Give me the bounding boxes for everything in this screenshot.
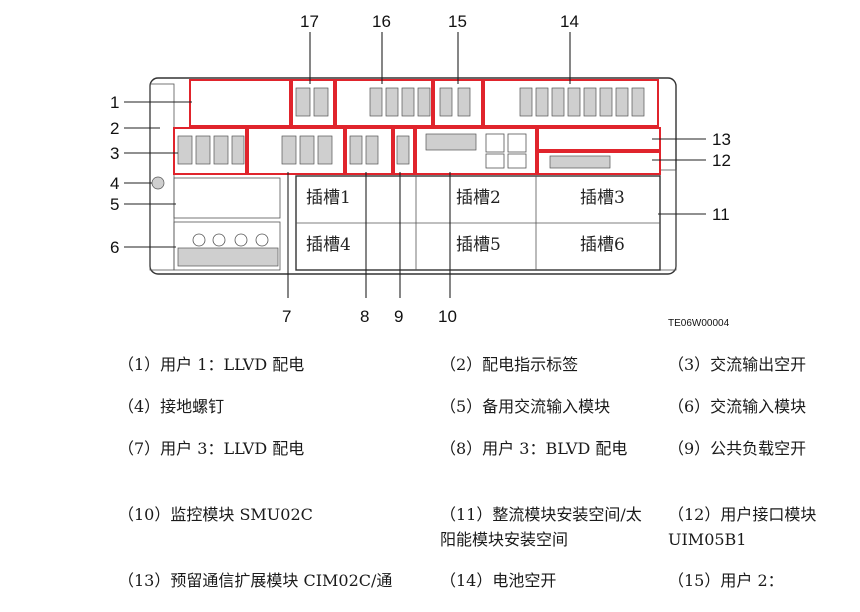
smu02c-monitor-module (415, 127, 537, 175)
figure-code: TE06W00004 (668, 318, 730, 329)
callout-1: 1 (110, 93, 119, 112)
legend-item-6: （6）交流输入模块 (668, 397, 807, 416)
callout-17: 17 (300, 12, 319, 31)
legend-table: （1）用户 1：LLVD 配电 （2）配电指示标签 （3）交流输出空开 （4）接… (0, 340, 860, 612)
callout-4: 4 (110, 174, 119, 193)
spare-ac-input-module (173, 177, 281, 219)
callout-10: 10 (438, 307, 457, 326)
callout-14: 14 (560, 12, 579, 31)
common-load-breaker-panel (393, 127, 415, 175)
callout-2: 2 (110, 119, 119, 138)
legend-item-7: （7）用户 3：LLVD 配电 (118, 439, 305, 458)
equipment-front-panel-diagram: 插槽1 插槽2 插槽3 插槽4 插槽5 插槽6 17 16 15 14 1 2 … (110, 12, 731, 329)
slot-6-label: 插槽6 (580, 235, 625, 255)
callout-13: 13 (712, 130, 731, 149)
legend-item-11: （11）整流模块安装空间/太阳能模块安装空间 (440, 505, 642, 549)
callout-9: 9 (394, 307, 403, 326)
ac-output-breaker-panel (173, 127, 247, 175)
legend-item-4: （4）接地螺钉 (118, 397, 225, 416)
callout-12: 12 (712, 151, 731, 170)
slot-5-label: 插槽5 (456, 235, 501, 255)
legend-item-10: （10）监控模块 SMU02C (118, 505, 313, 524)
callout-16: 16 (372, 12, 391, 31)
legend-item-2: （2）配电指示标签 (440, 355, 579, 374)
legend-item-1: （1）用户 1：LLVD 配电 (118, 355, 305, 374)
slot-3-label: 插槽3 (580, 188, 625, 208)
legend-item-13: （13）预留通信扩展模块 CIM02C/通 (118, 571, 393, 590)
legend-item-12: （12）用户接口模块 UIM05B1 (668, 505, 817, 549)
callout-leaders (124, 32, 706, 298)
battery-breaker-panel (483, 79, 659, 127)
legend-item-15: （15）用户 2： (668, 571, 784, 590)
callout-8: 8 (360, 307, 369, 326)
callout-15: 15 (448, 12, 467, 31)
callout-5: 5 (110, 195, 119, 214)
legend-item-14: （14）电池空开 (440, 571, 557, 590)
legend-item-8: （8）用户 3：BLVD 配电 (440, 439, 628, 458)
callout-11: 11 (712, 205, 730, 224)
callout-3: 3 (110, 144, 119, 163)
callout-6: 6 (110, 238, 119, 257)
breaker-row-top (295, 87, 645, 117)
slot-4-label: 插槽4 (306, 235, 351, 255)
legend-item-3: （3）交流输出空开 (668, 355, 807, 374)
user1-extra-panel (335, 79, 433, 127)
breaker-row-middle (177, 133, 611, 169)
user2-panel (291, 79, 335, 127)
callout-7: 7 (282, 307, 291, 326)
grounding-screw (151, 176, 165, 190)
slot-2-label: 插槽2 (456, 188, 501, 208)
left-rack-ear (149, 83, 175, 271)
uim05b1-interface-module (537, 151, 661, 175)
user1-llvd-panel (189, 79, 291, 127)
legend-item-5: （5）备用交流输入模块 (440, 397, 611, 416)
ac-input-module (173, 221, 281, 271)
slot-1-label: 插槽1 (306, 188, 351, 208)
user3-llvd-panel (247, 127, 345, 175)
legend-item-9: （9）公共负载空开 (668, 439, 807, 458)
user3-blvd-panel (345, 127, 393, 175)
